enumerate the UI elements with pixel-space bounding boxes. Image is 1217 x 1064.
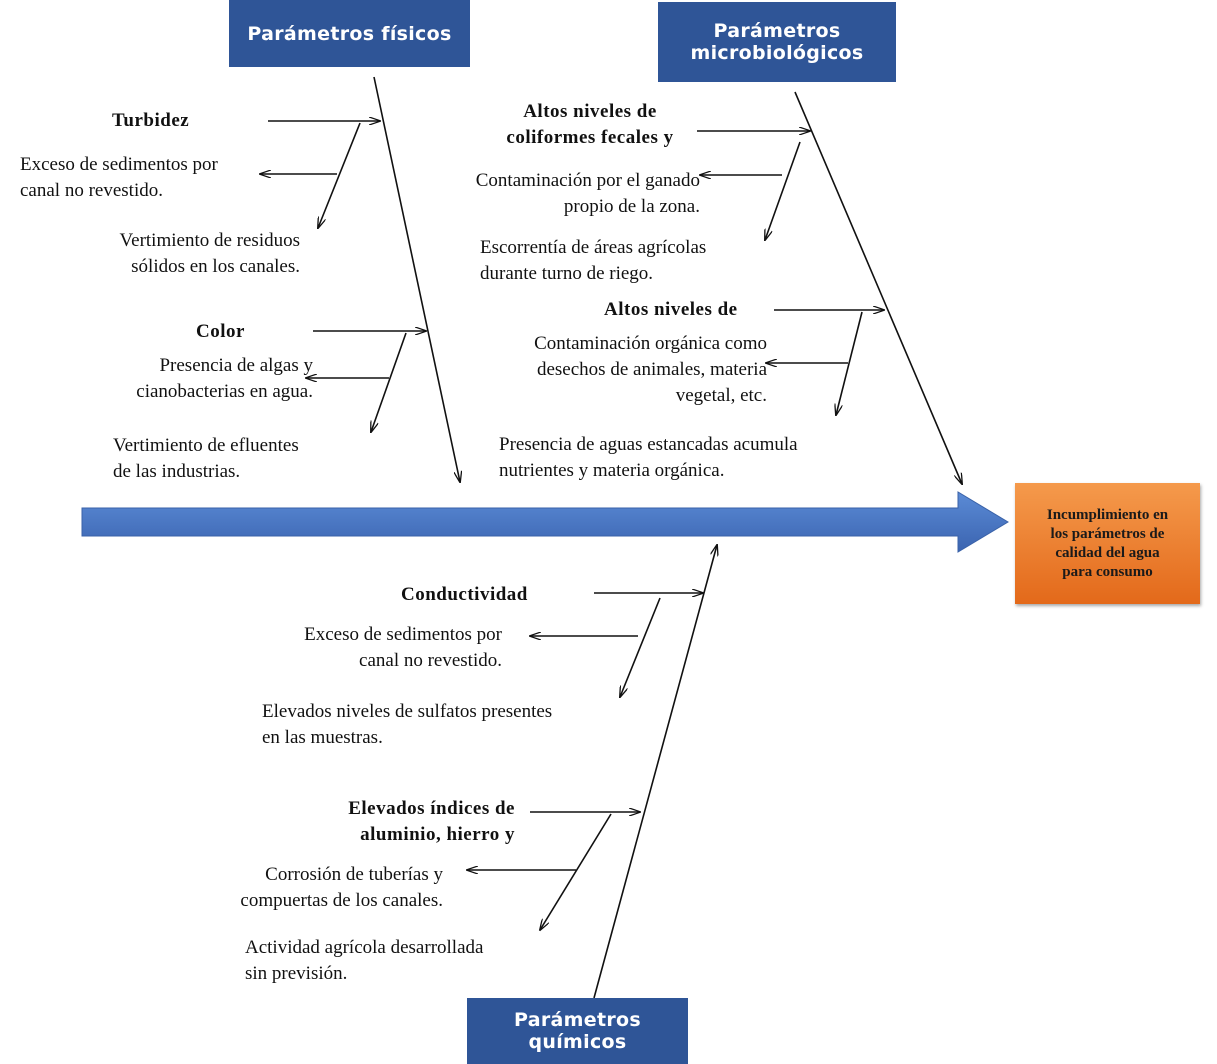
bone-microbiologicos [794, 91, 962, 484]
cause-metales-sub1: Corrosión de tuberías y compuertas de lo… [240, 864, 443, 911]
cause-altos-niveles-sub2: Presencia de aguas estancadas acumula nu… [499, 434, 798, 481]
cause-coliformes: Altos niveles de coliformes fecales y [506, 101, 674, 148]
bone-quimicos [593, 545, 717, 999]
category-fisicos: Parámetros físicos [229, 0, 470, 67]
cause-turbidez: Turbidez [112, 110, 190, 131]
sub-bone-turbidez [318, 122, 361, 228]
category-quimicos: Parámetros químicos [467, 998, 688, 1064]
sub-bone-altos-niveles [836, 311, 863, 415]
sub-bone-metales [540, 813, 612, 930]
sub-bone-conductividad [620, 597, 661, 697]
cause-altos-niveles: Altos niveles de [604, 299, 738, 320]
sub-bone-coliformes [765, 141, 801, 240]
category-microbiologicos: Parámetros microbiológicos [658, 2, 896, 82]
cause-color-sub1: Presencia de algas y cianobacterias en a… [136, 355, 313, 402]
bone-fisicos [373, 76, 460, 482]
cause-altos-niveles-sub1: Contaminación orgánica como desechos de … [534, 333, 767, 406]
cause-turbidez-sub2: Vertimiento de residuos sólidos en los c… [119, 230, 300, 277]
effect-box: Incumplimiento en los parámetros de cali… [1015, 483, 1200, 604]
cause-metales: Elevados índices de aluminio, hierro y [348, 798, 515, 845]
cause-conductividad-sub1: Exceso de sedimentos por canal no revest… [304, 624, 502, 671]
cause-color: Color [196, 321, 245, 342]
main-spine-arrow [81, 491, 1009, 553]
cause-turbidez-sub1: Exceso de sedimentos por canal no revest… [20, 154, 218, 201]
cause-coliformes-sub2: Escorrentía de áreas agrícolas durante t… [480, 237, 707, 284]
cause-coliformes-sub1: Contaminación por el ganado propio de la… [475, 170, 700, 217]
cause-color-sub2: Vertimiento de efluentes de las industri… [113, 435, 299, 482]
cause-metales-sub2: Actividad agrícola desarrollada sin prev… [245, 937, 484, 984]
cause-conductividad-sub2: Elevados niveles de sulfatos presentes e… [262, 701, 553, 748]
sub-bone-color [371, 332, 407, 432]
cause-conductividad: Conductividad [401, 584, 528, 605]
